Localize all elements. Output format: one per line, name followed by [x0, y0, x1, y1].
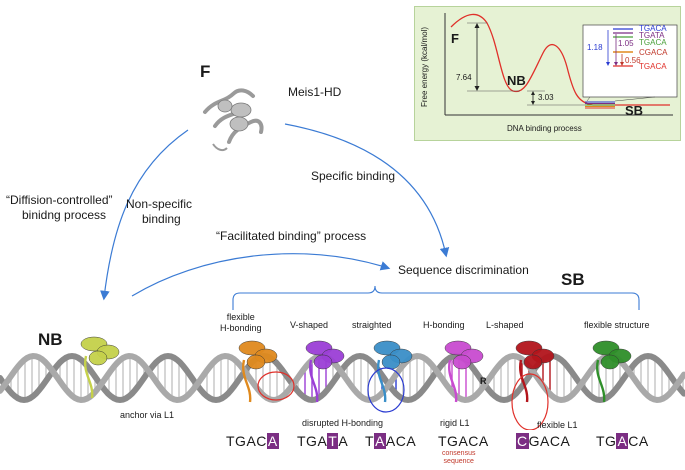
sequence-6-post: CA	[628, 433, 649, 449]
free-state-label: F	[200, 62, 211, 81]
inset-state-f: F	[451, 31, 459, 46]
zoom-value-105: 1.05	[618, 39, 634, 48]
sequence-6-variant: A	[616, 433, 629, 449]
nonspecific-label-line2: binding	[142, 212, 181, 226]
sequence-5-post: GACA	[528, 433, 571, 449]
free-energy-curve	[450, 13, 670, 106]
nonspecific-label-line1: Non-specific	[126, 197, 193, 211]
bound-protein-3	[373, 340, 413, 403]
sequence-discrimination-label: Sequence discrimination	[398, 263, 529, 277]
sequence-3-pre: T	[365, 433, 375, 449]
sequence-5-variant: C	[516, 433, 529, 449]
annotation-disrupted-hbonding: disrupted H-bonding	[302, 418, 384, 428]
sequence-2-post: A	[338, 433, 349, 449]
sequence-4-pre: TGACA	[438, 433, 489, 449]
zoom-seq-1: TGACA	[639, 24, 667, 33]
zoom-value-056: 0.56	[625, 56, 641, 65]
nb-bound-protein	[80, 336, 120, 399]
sequence-2: TGATA	[297, 433, 348, 449]
annotation-r-marker: R	[480, 376, 487, 386]
annotation-flexible-hbonding: flexible H-bonding	[220, 312, 262, 334]
annotation-v-shaped: V-shaped	[290, 320, 329, 330]
sequence-3: TAACA	[365, 433, 416, 449]
sequence-1-variant: A	[266, 433, 279, 449]
protein-name-label: Meis1-HD	[288, 85, 342, 99]
consensus-label-line1: consensus	[442, 450, 476, 457]
sequence-1-pre: TGAC	[226, 433, 267, 449]
flexible-l1-highlight	[511, 373, 549, 430]
diffusion-label-line2: binidng process	[22, 208, 107, 222]
bound-protein-2	[305, 340, 345, 403]
inset-state-sb: SB	[625, 103, 644, 118]
dna-backbone-strand	[0, 352, 685, 404]
zoom-seq-3: TGACA	[639, 38, 667, 47]
annotation-flexible-l1: flexible L1	[537, 420, 578, 430]
sequence-6-pre: TG	[596, 433, 617, 449]
bound-protein-5	[515, 340, 555, 403]
zoom-seq-4: CGACA	[639, 48, 668, 57]
sequence-1: TGACA	[226, 433, 279, 449]
sequence-3-variant: A	[374, 433, 386, 449]
zoom-value-118: 1.18	[587, 43, 603, 52]
bound-protein-4	[444, 340, 484, 403]
specific-binding-label: Specific binding	[311, 169, 396, 183]
x-axis-label: DNA binding process	[507, 124, 582, 133]
annotation-flexible-hbonding-line2: H-bonding	[220, 323, 262, 333]
barrier-f-nb-value: 7.64	[456, 73, 472, 82]
zoom-seq-5: TGACA	[639, 62, 667, 71]
inset-state-nb: NB	[507, 73, 526, 88]
annotation-l-shaped: L-shaped	[486, 320, 524, 330]
bound-protein-6	[592, 340, 632, 403]
annotation-flexible-hbonding-line1: flexible	[226, 312, 255, 322]
zoom-seq-2: TGATA	[639, 31, 665, 40]
diffusion-label-line1: “Diffision-controlled”	[6, 193, 113, 207]
annotation-anchor-via-l1: anchor via L1	[120, 410, 175, 420]
annotation-h-bonding: H-bonding	[423, 320, 465, 330]
sequence-6: TGACA	[596, 433, 649, 449]
sequence-5: CGACA	[516, 433, 570, 449]
facilitated-binding-label: “Facilitated binding” process	[216, 229, 367, 243]
sb-label: SB	[561, 270, 585, 289]
free-meis1-protein	[203, 88, 264, 152]
flexible-hbond-highlight	[257, 371, 295, 401]
barrier-nb-sb-value: 3.03	[538, 93, 554, 102]
sequence-2-variant: T	[327, 433, 339, 449]
energy-landscape-plot	[444, 13, 678, 116]
annotation-rigid-l1: rigid L1	[440, 418, 470, 428]
sequence-3-post: ACA	[385, 433, 417, 449]
consensus-sequence-label: consensus sequence	[442, 450, 475, 466]
bound-proteins	[80, 336, 632, 430]
consensus-label-line2: sequence	[443, 458, 474, 465]
dna-double-helix	[0, 352, 685, 404]
bound-protein-1	[238, 340, 278, 403]
annotation-straighted: straighted	[352, 320, 392, 330]
annotation-flexible-structure: flexible structure	[584, 320, 650, 330]
sequence-2-pre: TGA	[297, 433, 328, 449]
energy-landscape-inset: Free energy (kcal/mol) DNA binding proce…	[414, 6, 681, 141]
sequence-4: TGACA	[438, 433, 489, 449]
nb-label: NB	[38, 330, 63, 349]
straight-highlight	[367, 367, 405, 413]
